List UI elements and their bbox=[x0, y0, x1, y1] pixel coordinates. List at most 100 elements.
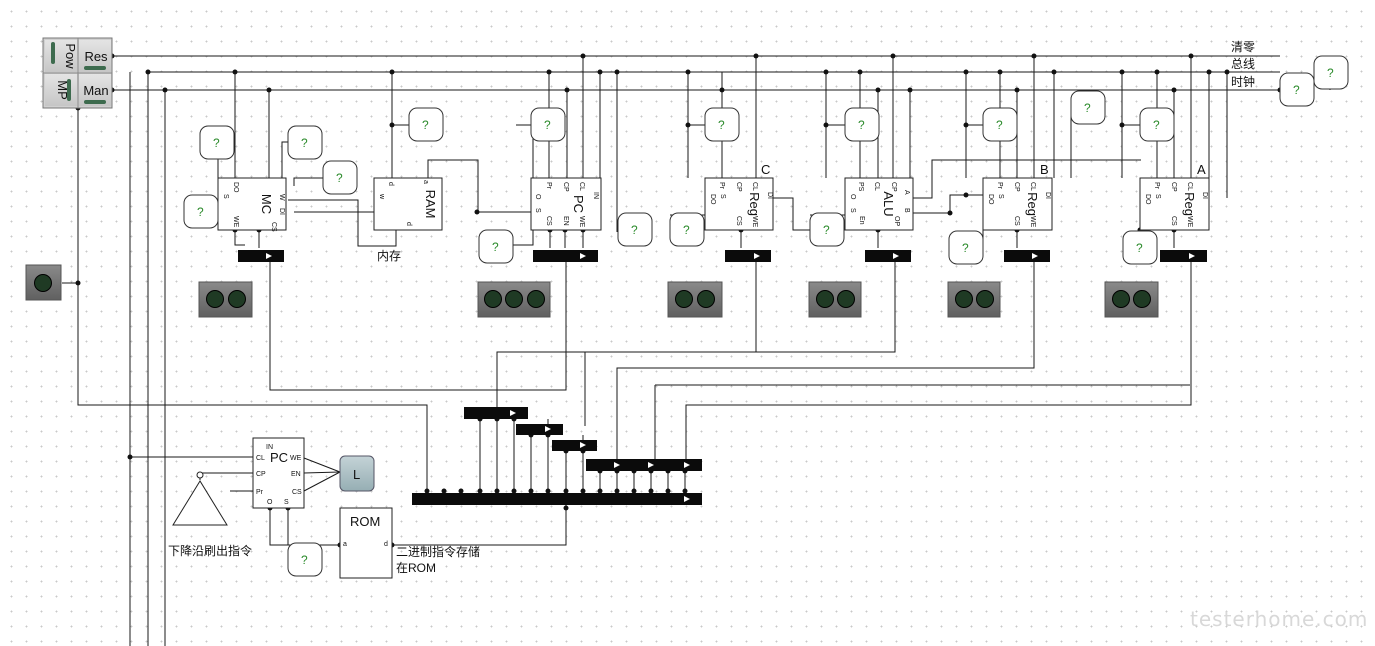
reg-c-title: Reg bbox=[747, 192, 762, 216]
reg-a-pin: DI bbox=[1201, 192, 1208, 199]
edge-caption: 下降沿刷出指令 bbox=[168, 543, 252, 558]
micro-pc-module[interactable]: PC IN CL CP Pr WE EN CS O S bbox=[252, 437, 305, 509]
probe-text: ? bbox=[213, 136, 220, 150]
micro-pc-pin: CS bbox=[292, 489, 302, 496]
pow-switch[interactable]: Pow bbox=[45, 40, 78, 72]
micro-pc-pin: CP bbox=[256, 471, 266, 478]
reg-a-tag: A bbox=[1197, 162, 1206, 177]
alu-pin: CP bbox=[890, 182, 897, 192]
pc-module[interactable]: PC Pr CP CL IN O S CS EN WE bbox=[530, 177, 602, 231]
probe-text: ? bbox=[1084, 101, 1091, 115]
probe-text: ? bbox=[858, 118, 865, 132]
probe-reg-c-1: ? bbox=[704, 107, 740, 142]
probe-reg-a-2: ? bbox=[1122, 230, 1158, 265]
mc-pin: DO bbox=[232, 182, 239, 193]
alu-pin: B bbox=[903, 208, 910, 213]
reg-b-pin: Pr bbox=[996, 182, 1003, 190]
man-switch[interactable]: Man bbox=[79, 74, 111, 106]
rom-pin: a bbox=[343, 541, 347, 548]
led-bank-reg-c bbox=[667, 281, 723, 318]
reg-b-pin: CL bbox=[1029, 182, 1036, 191]
reg-c-pin: DI bbox=[766, 192, 773, 199]
alu-module[interactable]: ALU PS CL CP A B O S En OP bbox=[844, 177, 914, 231]
reg-c-tag: C bbox=[761, 162, 770, 177]
splitter-reg-c bbox=[725, 250, 771, 262]
reg-a-pin: WE bbox=[1186, 216, 1193, 228]
alu-title: ALU bbox=[881, 191, 896, 216]
alu-pin: OP bbox=[893, 216, 900, 226]
reg-c-pin: CS bbox=[735, 216, 742, 226]
reg-b-pin: DI bbox=[1044, 192, 1051, 199]
reg-b-pin: CS bbox=[1013, 216, 1020, 226]
reg-c-pin: CP bbox=[735, 182, 742, 192]
splitter-mc bbox=[238, 250, 284, 262]
reg-a-module[interactable]: Reg A Pr CP CL DI DO S CS WE bbox=[1139, 162, 1210, 231]
rom-title: ROM bbox=[350, 514, 380, 529]
bus-splitters bbox=[238, 250, 1207, 505]
bus-line-label: 总线 bbox=[1231, 57, 1255, 71]
main-bus-bar bbox=[412, 493, 702, 505]
res-switch[interactable]: Res bbox=[79, 40, 111, 72]
probe-ram: ? bbox=[408, 107, 444, 142]
inverter-gate[interactable]: 下降沿刷出指令 bbox=[168, 471, 252, 558]
splitter-pc bbox=[533, 250, 598, 262]
pc-pin: S bbox=[534, 208, 541, 213]
mc-module[interactable]: MC DO S WE CS W DI bbox=[217, 177, 287, 232]
probe-mc-4: ? bbox=[183, 194, 219, 229]
pc-pin: Pr bbox=[545, 182, 552, 190]
mc-title: MC bbox=[259, 194, 274, 214]
output-lamp: L bbox=[339, 455, 375, 492]
mc-pin: S bbox=[222, 194, 229, 199]
probe-reg-b-2: ? bbox=[948, 230, 984, 265]
probe-pc-2: ? bbox=[478, 229, 514, 264]
ram-module[interactable]: RAM d w a d 内存 bbox=[373, 177, 443, 263]
led-bank-pc bbox=[477, 281, 551, 318]
probe-top-right-1: ? bbox=[1313, 55, 1349, 90]
reg-c-pin: S bbox=[719, 194, 726, 199]
probe-text: ? bbox=[1136, 241, 1143, 255]
mc-pin: W bbox=[278, 194, 285, 201]
reg-c-module[interactable]: Reg C Pr CP CL DI DO S CS WE bbox=[704, 162, 774, 231]
reg-a-pin: CL bbox=[1186, 182, 1193, 191]
probe-text: ? bbox=[823, 223, 830, 237]
probe-reg-c-2: ? bbox=[669, 212, 705, 247]
splitter-mid-2 bbox=[516, 424, 563, 435]
reg-b-pin: WE bbox=[1029, 216, 1036, 228]
probes[interactable]: ? ? ? ? ? ? ? ? ? ? ? ? ? ? ? ? ? ? ? ? bbox=[183, 55, 1349, 577]
micro-pc-pin: CL bbox=[256, 455, 265, 462]
probe-pc-1: ? bbox=[530, 107, 566, 142]
probe-top-right-2: ? bbox=[1279, 72, 1315, 107]
ram-pin: d bbox=[387, 182, 394, 186]
micro-pc-pin: EN bbox=[291, 471, 301, 478]
pc-title: PC bbox=[571, 195, 586, 213]
probe-text: ? bbox=[492, 240, 499, 254]
probe-alu-1: ? bbox=[844, 107, 880, 142]
mp-label: MP bbox=[55, 80, 70, 100]
probe-text: ? bbox=[301, 136, 308, 150]
reg-b-module[interactable]: Reg B Pr CP CL DI DO S CS WE bbox=[982, 162, 1053, 231]
probe-text: ? bbox=[301, 553, 308, 567]
probe-text: ? bbox=[962, 241, 969, 255]
splitter-reg-a bbox=[1160, 250, 1207, 262]
wires bbox=[62, 55, 1331, 646]
micro-pc-pin: IN bbox=[266, 444, 273, 451]
rom-module[interactable]: ROM a d 二进制指令存储 在ROM bbox=[339, 507, 480, 579]
micro-pc-pin: S bbox=[284, 499, 289, 506]
led-bank-mc bbox=[198, 281, 253, 318]
alu-pin: PS bbox=[857, 182, 864, 192]
probe-reg-b-1: ? bbox=[982, 107, 1018, 142]
probe-text: ? bbox=[336, 171, 343, 185]
pc-pin: IN bbox=[592, 192, 599, 199]
pc-pin: CL bbox=[578, 182, 585, 191]
mp-switch[interactable]: MP bbox=[45, 74, 77, 106]
ram-pin: w bbox=[378, 193, 385, 200]
bus-labels: 清零 总线 时钟 bbox=[1231, 40, 1255, 89]
reg-a-title: Reg bbox=[1182, 192, 1197, 216]
res-label: Res bbox=[84, 49, 108, 64]
mc-pin: WE bbox=[232, 216, 239, 228]
splitter-mid-3 bbox=[552, 440, 597, 451]
splitter-reg-b bbox=[1004, 250, 1050, 262]
mc-pin: DI bbox=[278, 208, 285, 215]
splitter-mid-4 bbox=[586, 459, 702, 471]
